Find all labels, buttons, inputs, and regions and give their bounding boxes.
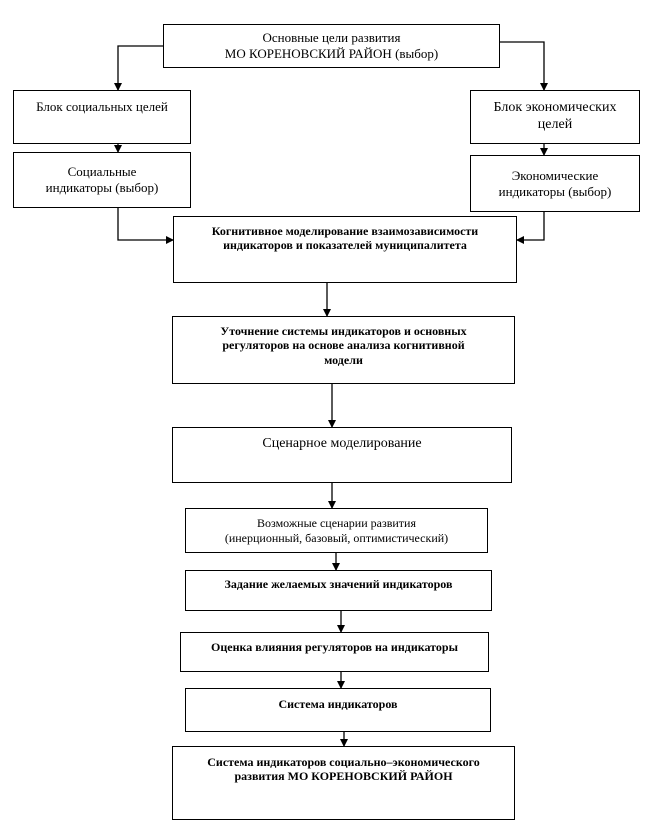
- refine-line-1: Уточнение системы индикаторов и основных: [220, 324, 467, 338]
- influence-line-1: Оценка влияния регуляторов на индикаторы: [211, 640, 458, 654]
- box-refine-indicators: Уточнение системы индикаторов и основных…: [172, 316, 515, 384]
- box-economic-goals-block: Блок экономических целей: [470, 90, 640, 144]
- economic-block-line-1: Блок экономических: [493, 100, 617, 116]
- box-economic-indicators: Экономические индикаторы (выбор): [470, 155, 640, 212]
- arrow-goals-to-economic-block: [500, 41, 548, 91]
- refine-line-2: регуляторов на основе анализа когнитивно…: [222, 338, 465, 353]
- targets-line-1: Задание желаемых значений индикаторов: [224, 577, 453, 591]
- box-target-values: Задание желаемых значений индикаторов: [185, 570, 492, 611]
- goals-line-2: МО КОРЕНОВСКИЙ РАЙОН (выбор): [224, 46, 439, 61]
- social-indicators-line-1: Социальные: [67, 164, 137, 180]
- economic-indicators-line-1: Экономические: [511, 167, 599, 183]
- scenarios-line-2: (инерционный, базовый, оптимистический): [224, 530, 449, 545]
- social-indicators-line-2: индикаторы (выбор): [45, 180, 159, 195]
- arrow-goals-to-social-block: [114, 45, 163, 91]
- scenarios-line-1: Возможные сценарии развития: [257, 516, 416, 531]
- box-possible-scenarios: Возможные сценарии развития (инерционный…: [185, 508, 488, 553]
- box-scenario-modeling: Сценарное моделирование: [172, 427, 512, 483]
- economic-indicators-line-2: индикаторы (выбор): [498, 183, 612, 199]
- arrow-social-indicators-to-cognitive: [117, 208, 174, 244]
- box-regulators-influence: Оценка влияния регуляторов на индикаторы: [180, 632, 489, 672]
- box-final-indicator-system: Система индикаторов социально–экономичес…: [172, 746, 515, 820]
- refine-line-3: модели: [324, 352, 363, 367]
- box-development-goals: Основные цели развития МО КОРЕНОВСКИЙ РА…: [163, 24, 500, 68]
- social-block-line-1: Блок социальных целей: [36, 99, 168, 114]
- final-line-2: развития МО КОРЕНОВСКИЙ РАЙОН: [234, 769, 453, 784]
- goals-line-1: Основные цели развития: [262, 30, 401, 46]
- system-line-1: Система индикаторов: [278, 697, 398, 711]
- cognitive-line-1: Когнитивное моделирование взаимозависимо…: [211, 224, 479, 238]
- box-indicator-system: Система индикаторов: [185, 688, 491, 732]
- arrow-economic-indicators-to-cognitive: [516, 212, 545, 244]
- box-social-goals-block: Блок социальных целей: [13, 90, 191, 144]
- box-cognitive-modeling: Когнитивное моделирование взаимозависимо…: [173, 216, 517, 283]
- box-social-indicators: Социальные индикаторы (выбор): [13, 152, 191, 208]
- cognitive-line-2: индикаторов и показателей муниципалитета: [223, 238, 467, 253]
- economic-block-line-2: целей: [537, 117, 573, 132]
- scenario-modeling-line-1: Сценарное моделирование: [262, 436, 422, 451]
- final-line-1: Система индикаторов социально–экономичес…: [207, 755, 480, 769]
